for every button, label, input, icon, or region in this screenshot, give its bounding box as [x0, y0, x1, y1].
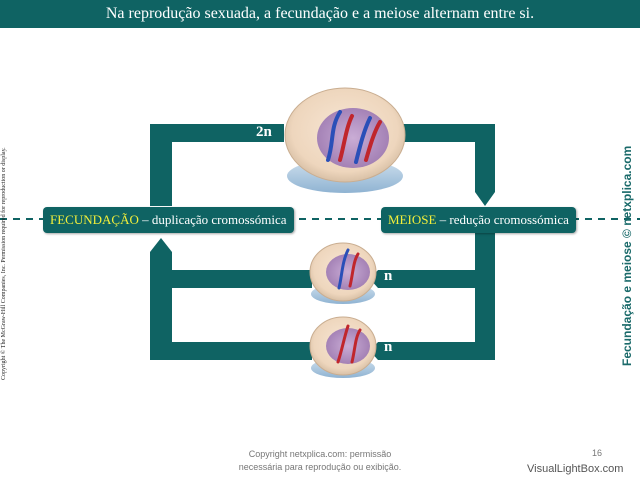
fecundacao-description: – duplicação cromossómica	[138, 212, 287, 227]
chromosome-blue-3	[337, 248, 350, 290]
footer-line-1: Copyright netxplica.com: permissão	[248, 449, 392, 459]
haploid-cell-bottom	[309, 316, 377, 378]
watermark: VisualLightBox.com	[527, 463, 624, 475]
title-bar: Na reprodução sexuada, a fecundação e a …	[0, 0, 640, 28]
side-copyright: Copyright © The McGraw-Hill Companies, I…	[1, 147, 7, 380]
bottom-mid-connector	[378, 270, 475, 288]
chromosome-red-5	[350, 328, 362, 364]
label-n-top: n	[384, 268, 393, 284]
fecundacao-keyword: FECUNDAÇÃO	[50, 212, 139, 227]
top-loop-connector	[150, 124, 284, 206]
top-right-connector	[400, 124, 495, 206]
meiose-keyword: MEIOSE	[388, 212, 437, 227]
page-title: Na reprodução sexuada, a fecundação e a …	[105, 5, 535, 22]
label-2n: 2n	[256, 124, 272, 140]
side-brand: Fecundação e meiose © netxplica.com	[620, 145, 634, 366]
fecundacao-box: FECUNDAÇÃO – duplicação cromossómica	[43, 207, 294, 233]
page-number: 16	[592, 448, 603, 458]
footer-copyright: Copyright netxplica.com: permissão neces…	[220, 448, 420, 474]
chromosome-red-3	[348, 252, 360, 288]
meiose-box: MEIOSE – redução cromossómica	[381, 207, 576, 233]
bottom-loop-connector	[150, 233, 495, 360]
chromosome-red-2	[364, 120, 382, 162]
label-n-bottom: n	[384, 339, 393, 355]
chromosome-red-1	[338, 114, 354, 162]
haploid-cell-top	[309, 242, 377, 304]
chromosome-blue-2	[354, 116, 372, 164]
meiose-description: – redução cromossómica	[436, 212, 569, 227]
footer-line-2: necessária para reprodução ou exibição.	[238, 462, 402, 472]
bottom-right-connector	[378, 342, 475, 360]
diploid-cell	[284, 87, 406, 193]
chromosome-red-4	[336, 324, 350, 364]
chromosome-blue-1	[326, 110, 342, 162]
